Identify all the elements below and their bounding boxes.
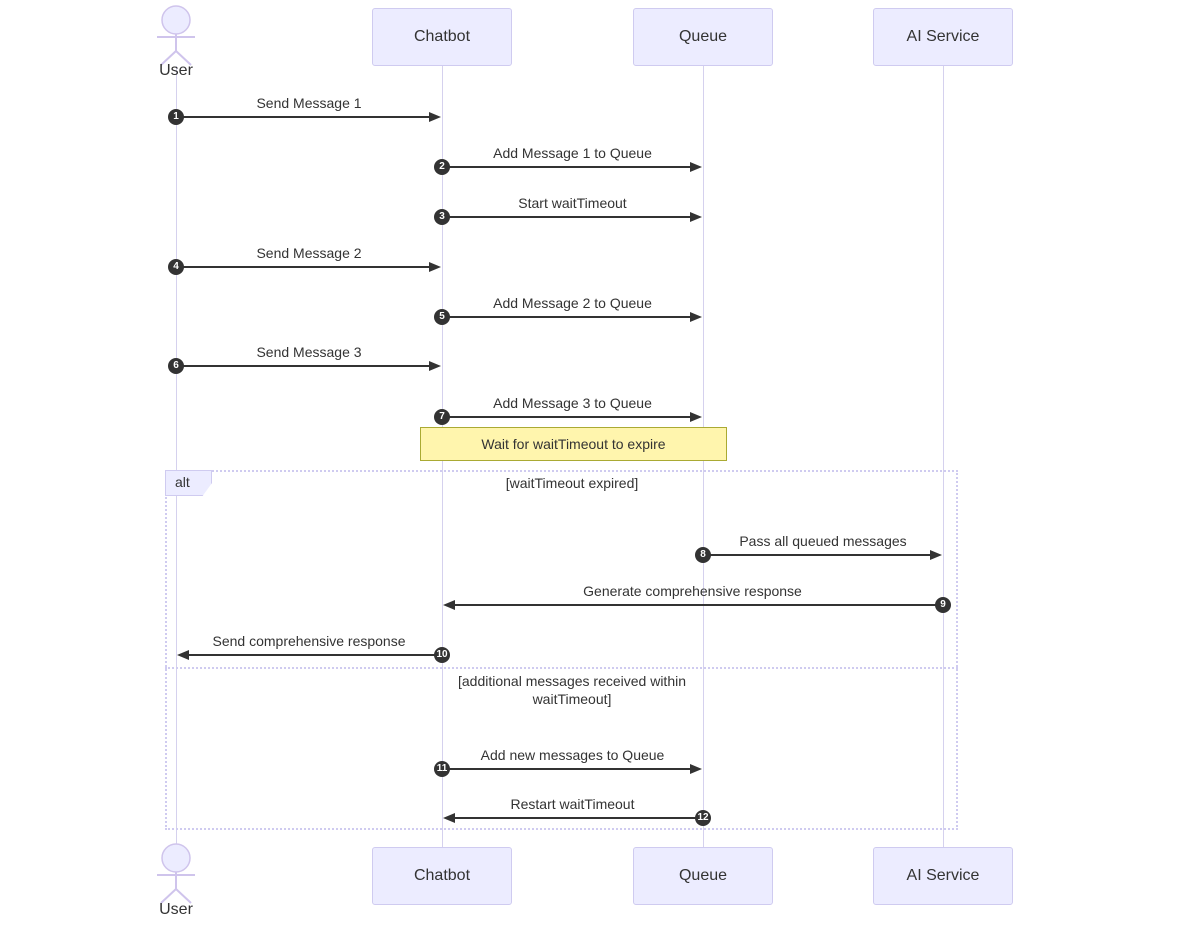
sequence-number-badge: 9 [935, 597, 951, 613]
participant-box-top-ai_service: AI Service [873, 8, 1013, 66]
sequence-number-badge: 3 [434, 209, 450, 225]
alt-condition-2: [additional messages received within wai… [457, 673, 687, 707]
lifeline-user [176, 66, 177, 847]
message-line [703, 554, 933, 556]
arrowhead-icon [930, 550, 942, 560]
message-line [176, 266, 432, 268]
participant-box-bottom-queue: Queue [633, 847, 773, 905]
alt-frame [165, 470, 958, 830]
message-line [453, 604, 943, 606]
message-label: Send Message 1 [256, 95, 362, 111]
alt-frame-label: alt [165, 470, 212, 496]
sequence-number-badge: 10 [434, 647, 450, 663]
arrowhead-icon [429, 361, 441, 371]
sequence-number-badge: 12 [695, 810, 711, 826]
arrowhead-icon [443, 600, 455, 610]
note: Wait for waitTimeout to expire [420, 427, 727, 461]
arrowhead-icon [690, 212, 702, 222]
participant-box-bottom-chatbot: Chatbot [372, 847, 512, 905]
message-label: Pass all queued messages [739, 533, 907, 549]
sequence-number-badge: 7 [434, 409, 450, 425]
user-actor-label-bottom: User [159, 901, 193, 918]
participant-label: Chatbot [413, 867, 471, 884]
alt-divider [165, 667, 958, 669]
message-line [442, 416, 693, 418]
message-label: Add Message 2 to Queue [493, 295, 652, 311]
arrowhead-icon [177, 650, 189, 660]
participant-label: Queue [678, 28, 728, 45]
message-label: Generate comprehensive response [583, 583, 802, 599]
sequence-number-badge: 2 [434, 159, 450, 175]
arrowhead-icon [429, 112, 441, 122]
arrowhead-icon [690, 312, 702, 322]
participant-box-top-queue: Queue [633, 8, 773, 66]
sequence-number-badge: 11 [434, 761, 450, 777]
arrowhead-icon [690, 412, 702, 422]
message-label: Start waitTimeout [518, 195, 627, 211]
sequence-number-badge: 8 [695, 547, 711, 563]
lifeline-ai_service [943, 66, 944, 847]
message-label: Add Message 3 to Queue [493, 395, 652, 411]
message-line [442, 316, 693, 318]
alt-condition-1: [waitTimeout expired] [505, 475, 639, 491]
message-line [442, 768, 693, 770]
message-line [176, 116, 432, 118]
arrowhead-icon [429, 262, 441, 272]
message-label: Send Message 2 [256, 245, 362, 261]
message-label: Send Message 3 [256, 344, 362, 360]
participant-label: Queue [678, 867, 728, 884]
arrowhead-icon [690, 764, 702, 774]
message-label: Add Message 1 to Queue [493, 145, 652, 161]
sequence-number-badge: 1 [168, 109, 184, 125]
user-actor-label-top: User [159, 62, 193, 79]
user-actor-figure-top [157, 5, 195, 66]
participant-box-bottom-ai_service: AI Service [873, 847, 1013, 905]
arrowhead-icon [443, 813, 455, 823]
participant-box-top-chatbot: Chatbot [372, 8, 512, 66]
message-line [442, 166, 693, 168]
sequence-number-badge: 6 [168, 358, 184, 374]
sequence-number-badge: 4 [168, 259, 184, 275]
message-label: Add new messages to Queue [480, 747, 665, 763]
message-label: Restart waitTimeout [510, 796, 635, 812]
user-actor-figure-bottom [157, 843, 195, 904]
message-line [187, 654, 442, 656]
message-line [176, 365, 432, 367]
message-label: Send comprehensive response [212, 633, 406, 649]
participant-label: AI Service [906, 867, 980, 884]
message-line [442, 216, 693, 218]
participant-label: AI Service [906, 28, 980, 45]
message-line [453, 817, 703, 819]
arrowhead-icon [690, 162, 702, 172]
participant-label: Chatbot [413, 28, 471, 45]
sequence-number-badge: 5 [434, 309, 450, 325]
